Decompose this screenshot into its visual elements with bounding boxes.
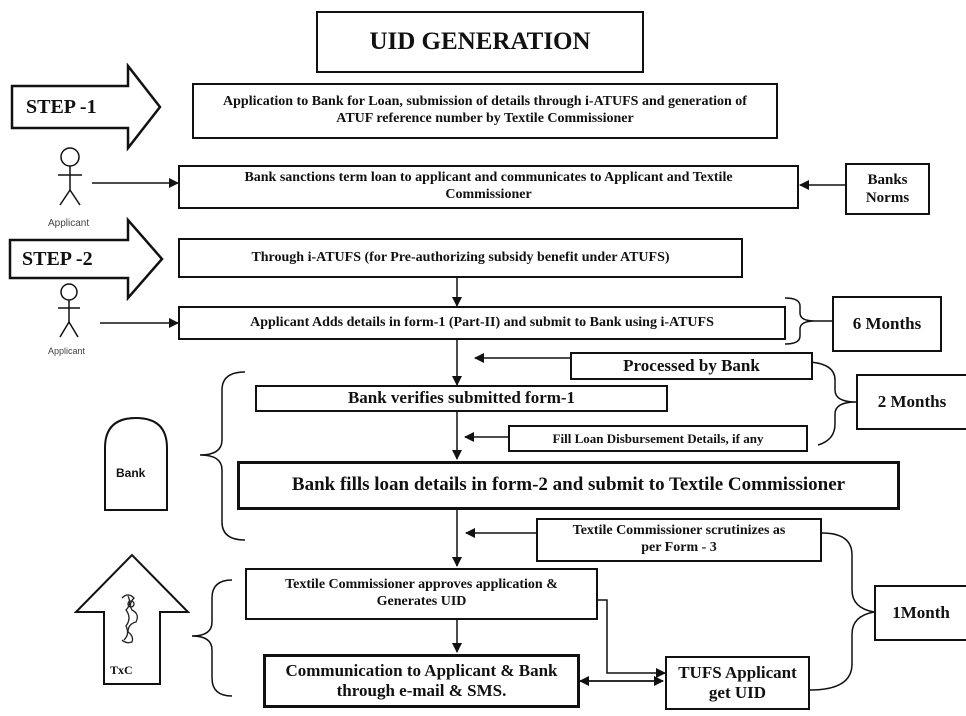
applicant-label-1: Applicant (48, 218, 90, 229)
brace-six-months (784, 297, 816, 345)
fill-loan-box: Fill Loan Disbursement Details, if any (508, 425, 808, 452)
bank-shape (104, 416, 168, 511)
bank-sanctions-box: Bank sanctions term loan to applicant an… (178, 165, 799, 209)
six-months-box: 6 Months (832, 296, 942, 352)
through-iatufs-box: Through i-ATUFS (for Pre-authorizing sub… (178, 238, 743, 278)
tufs-applicant-box: TUFS Applicant get UID (665, 656, 810, 710)
brace-two-months (809, 361, 857, 446)
one-month-box: 1Month (874, 585, 966, 641)
processed-by-bank-box: Processed by Bank (570, 352, 813, 380)
applicant-label-2: Applicant (48, 346, 86, 356)
application-box: Application to Bank for Loan, submission… (192, 83, 778, 139)
two-months-box: 2 Months (856, 374, 966, 430)
step2-arrow-shape (8, 216, 164, 302)
bank-fills-box: Bank fills loan details in form-2 and su… (237, 461, 900, 510)
brace-bank (199, 371, 246, 541)
diagram-title: UID GENERATION (316, 11, 644, 73)
bank-label: Bank (116, 466, 146, 480)
step1-arrow-shape (10, 62, 162, 152)
communication-box: Communication to Applicant & Bank throug… (263, 654, 580, 708)
txc-arrow-shape (73, 553, 191, 685)
applicant-adds-box: Applicant Adds details in form-1 (Part-I… (178, 306, 786, 340)
emblem-icon (121, 594, 138, 644)
txc-label: TxC (110, 663, 133, 677)
tc-scrutinizes-box: Textile Commissioner scrutinizes as per … (536, 518, 822, 562)
applicant-figure-2 (58, 283, 80, 338)
banks-norms-box: Banks Norms (845, 163, 930, 215)
bank-verifies-box: Bank verifies submitted form-1 (255, 385, 668, 412)
step2-label: STEP -2 (22, 248, 93, 270)
applicant-figure-1 (58, 147, 82, 206)
brace-txc (191, 579, 233, 697)
tc-approves-box: Textile Commissioner approves applicatio… (245, 568, 598, 620)
step1-label: STEP -1 (26, 96, 97, 118)
